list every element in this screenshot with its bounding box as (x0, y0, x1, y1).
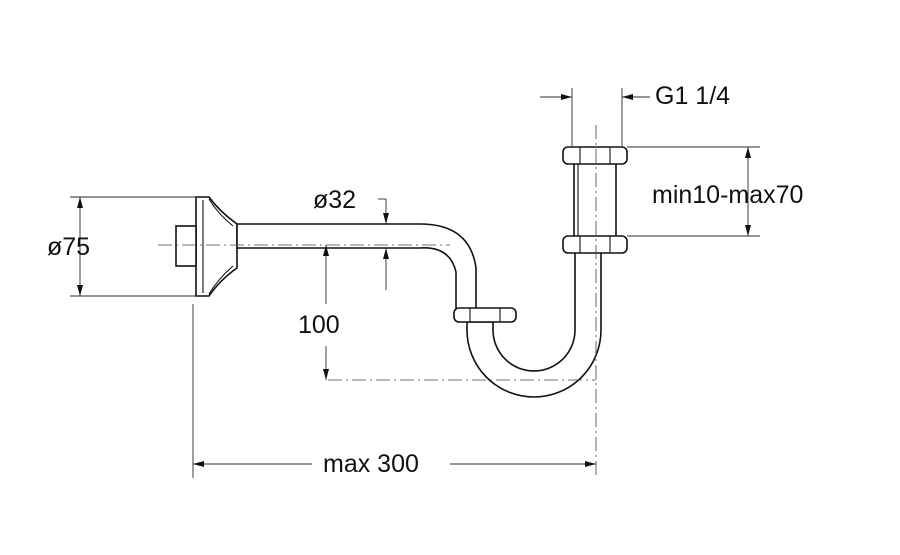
drop-dimension (323, 245, 329, 380)
bend-nut (453, 307, 517, 323)
length-dimension (192, 304, 596, 478)
wall-flange (175, 196, 238, 297)
riser-lower-nut (562, 235, 628, 254)
flange-diameter-dimension (70, 196, 196, 297)
length-label: max 300 (323, 450, 419, 478)
range-dimension (627, 146, 760, 237)
pipe-diameter-label: ø32 (313, 186, 357, 214)
centre-lines (158, 125, 597, 475)
vertical-riser (573, 155, 617, 241)
u-bend (466, 249, 602, 398)
flange-diameter-label: ø75 (47, 233, 91, 261)
thread-dimension (540, 88, 650, 146)
drop-label: 100 (298, 311, 340, 339)
horizontal-pipe (236, 223, 477, 313)
thread-label: G1 1/4 (655, 82, 731, 110)
riser-upper-nut (562, 146, 628, 165)
pipe-diameter-dimension (378, 198, 389, 290)
range-label: min10-max70 (652, 181, 804, 209)
